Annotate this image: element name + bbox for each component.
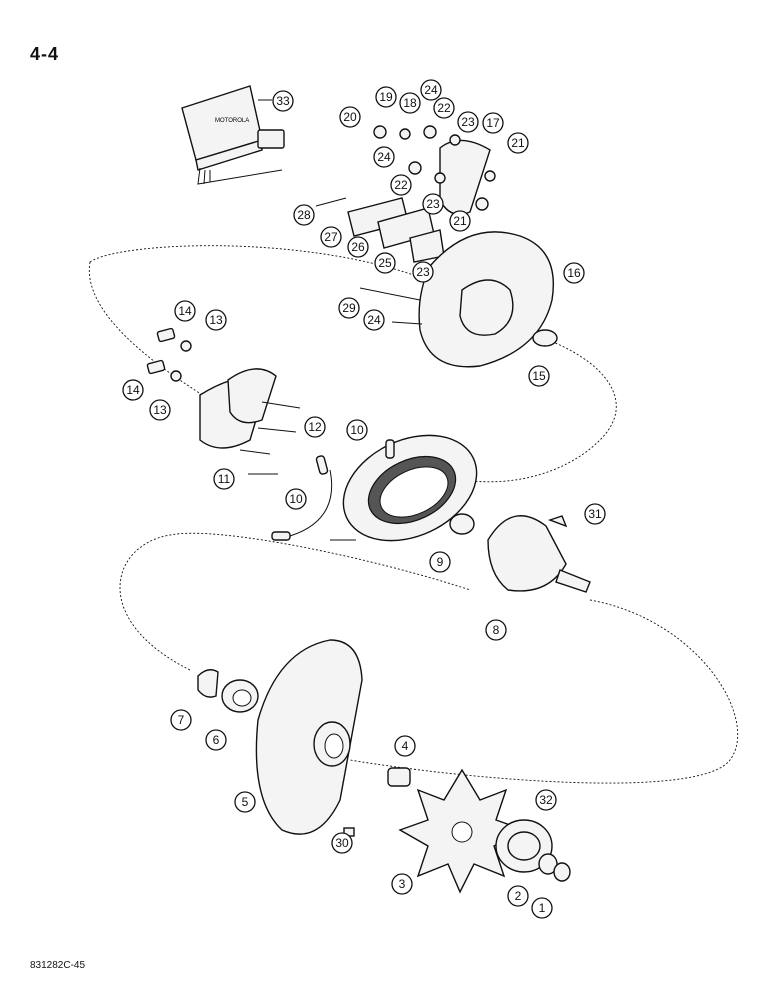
svg-text:32: 32 <box>539 793 553 807</box>
callout-14-a: 14 <box>174 300 196 322</box>
callout-18: 18 <box>399 92 421 114</box>
rotor <box>449 513 591 593</box>
callout-20: 20 <box>339 106 361 128</box>
svg-text:5: 5 <box>242 795 249 809</box>
svg-text:13: 13 <box>153 403 167 417</box>
svg-text:21: 21 <box>453 214 467 228</box>
svg-text:12: 12 <box>308 420 322 434</box>
svg-text:21: 21 <box>511 136 525 150</box>
regulator-label: MOTOROLA <box>215 118 249 124</box>
svg-text:30: 30 <box>335 836 349 850</box>
svg-text:22: 22 <box>437 101 451 115</box>
end-frame-hardware <box>315 125 496 263</box>
callout-13-b: 13 <box>149 399 171 421</box>
stator <box>271 434 478 542</box>
callout-16: 16 <box>563 262 585 284</box>
fan <box>398 768 526 894</box>
svg-text:26: 26 <box>351 240 365 254</box>
callout-25: 25 <box>374 252 396 274</box>
svg-text:22: 22 <box>394 178 408 192</box>
callout-10-a: 10 <box>346 419 368 441</box>
svg-text:25: 25 <box>378 256 392 270</box>
callout-9: 9 <box>429 551 451 573</box>
callout-22-b: 22 <box>390 174 412 196</box>
callout-24-a: 24 <box>420 79 442 101</box>
callout-30: 30 <box>331 832 353 854</box>
callout-23-a: 23 <box>457 111 479 133</box>
callout-28: 28 <box>293 204 315 226</box>
svg-text:6: 6 <box>213 733 220 747</box>
callout-33: 33 <box>272 90 294 112</box>
callout-21-b: 21 <box>449 210 471 232</box>
callout-27: 27 <box>320 226 342 248</box>
svg-text:20: 20 <box>343 110 357 124</box>
callout-7: 7 <box>170 709 192 731</box>
callout-17: 17 <box>482 112 504 134</box>
svg-text:33: 33 <box>276 94 290 108</box>
svg-text:24: 24 <box>424 83 438 97</box>
svg-text:18: 18 <box>403 96 417 110</box>
callout-11: 11 <box>213 468 235 490</box>
callout-26: 26 <box>347 236 369 258</box>
callout-14-b: 14 <box>122 379 144 401</box>
callout-15: 15 <box>528 365 550 387</box>
svg-text:16: 16 <box>567 266 581 280</box>
svg-text:7: 7 <box>178 713 185 727</box>
svg-text:4: 4 <box>402 739 409 753</box>
assembly-path-lower <box>119 532 739 784</box>
svg-text:24: 24 <box>367 313 381 327</box>
callout-29: 29 <box>338 297 360 319</box>
svg-text:28: 28 <box>297 208 311 222</box>
svg-text:19: 19 <box>379 90 393 104</box>
page-number: 4-4 <box>30 44 60 64</box>
callout-6: 6 <box>205 729 227 751</box>
svg-text:3: 3 <box>399 877 406 891</box>
figure-id: 831282C-45 <box>30 960 86 971</box>
callout-32: 32 <box>535 789 557 811</box>
svg-text:11: 11 <box>218 472 231 486</box>
callout-5: 5 <box>234 791 256 813</box>
callout-8: 8 <box>485 619 507 641</box>
svg-text:29: 29 <box>342 301 356 315</box>
callout-10-b: 10 <box>285 488 307 510</box>
svg-text:27: 27 <box>324 230 338 244</box>
svg-text:2: 2 <box>515 889 522 903</box>
svg-text:23: 23 <box>416 265 430 279</box>
callout-31: 31 <box>584 503 606 525</box>
svg-text:9: 9 <box>437 555 444 569</box>
callout-23-b: 23 <box>422 193 444 215</box>
callout-22-a: 22 <box>433 97 455 119</box>
callout-19: 19 <box>375 86 397 108</box>
svg-text:14: 14 <box>126 383 140 397</box>
callout-3: 3 <box>391 873 413 895</box>
callout-24-b: 24 <box>373 146 395 168</box>
callout-1: 1 <box>531 897 553 919</box>
callout-2: 2 <box>507 885 529 907</box>
callout-21-a: 21 <box>507 132 529 154</box>
svg-text:23: 23 <box>426 197 440 211</box>
svg-text:23: 23 <box>461 115 475 129</box>
svg-text:1: 1 <box>539 901 546 915</box>
assembly-path-upper <box>88 245 617 483</box>
brush-holder-assembly <box>146 327 301 475</box>
svg-text:10: 10 <box>350 423 364 437</box>
callout-24-c: 24 <box>363 309 385 331</box>
svg-text:10: 10 <box>289 492 303 506</box>
svg-text:14: 14 <box>178 304 192 318</box>
svg-text:8: 8 <box>493 623 500 637</box>
svg-text:13: 13 <box>209 313 223 327</box>
callout-4: 4 <box>394 735 416 757</box>
callout-12: 12 <box>304 416 326 438</box>
svg-text:24: 24 <box>377 150 391 164</box>
callout-23-c: 23 <box>412 261 434 283</box>
svg-text:17: 17 <box>486 116 500 130</box>
voltage-regulator: MOTOROLA <box>181 85 285 185</box>
drive-end-frame <box>197 639 411 837</box>
slip-ring-end-frame <box>359 231 558 368</box>
svg-text:31: 31 <box>588 507 602 521</box>
callout-13-a: 13 <box>205 309 227 331</box>
pulley <box>495 819 571 882</box>
svg-text:15: 15 <box>532 369 546 383</box>
